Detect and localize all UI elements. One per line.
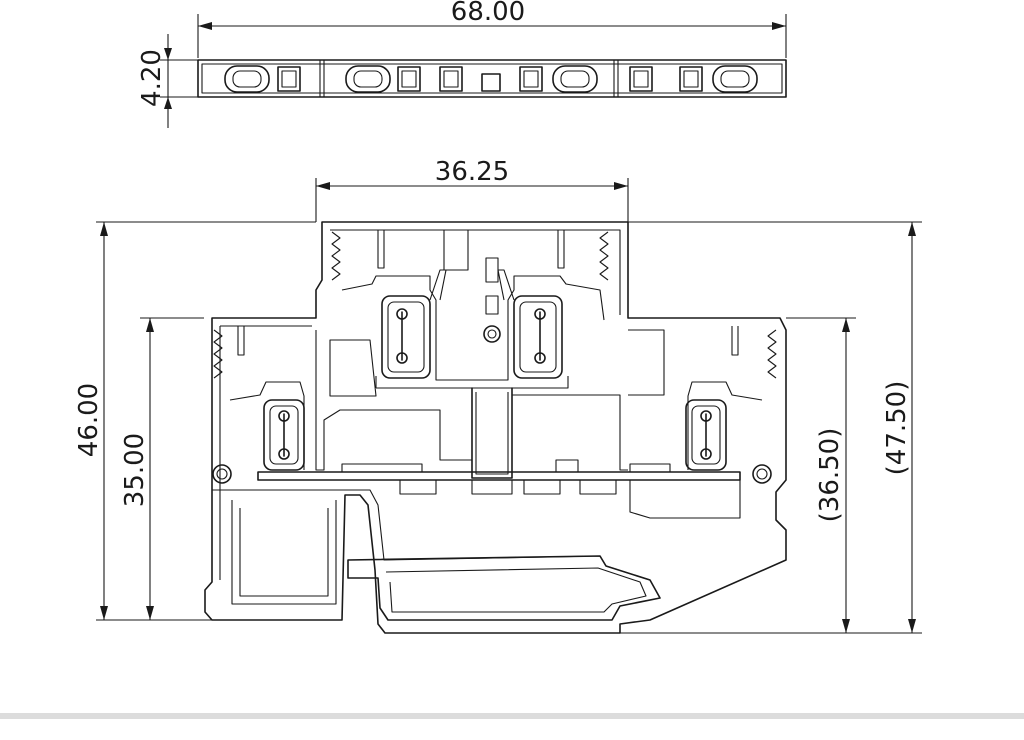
dim-68-arrow-left — [198, 22, 212, 30]
base-inner-frame — [212, 489, 651, 581]
foot-recess-4 — [579, 479, 617, 495]
center-marker-upper — [485, 257, 499, 283]
center-marker-lower — [485, 295, 499, 315]
dim-47-50: (47.50) — [612, 221, 922, 634]
top-slot-right — [557, 230, 565, 269]
dim-46-label: 46.00 — [74, 383, 104, 457]
left-chamber-box — [329, 339, 377, 397]
top-view: 68.00 4.20 — [137, 0, 787, 128]
foot-recess-3 — [523, 479, 561, 495]
housing-outline — [204, 221, 787, 634]
lower-left-cavity — [229, 381, 305, 470]
side-view — [204, 221, 787, 634]
right-hole — [752, 464, 772, 484]
foot-recess-2 — [471, 479, 513, 495]
top-center-notch — [443, 230, 469, 271]
left-mid-slot — [237, 326, 245, 356]
dim-4-20-arrow-bottom — [164, 97, 172, 109]
dim-46: 46.00 — [74, 221, 316, 621]
left-hole — [212, 464, 232, 484]
foot-recess-1 — [399, 479, 437, 495]
right-step — [629, 480, 741, 519]
dim-47-50-label: (47.50) — [882, 381, 912, 476]
rib-top-left — [331, 231, 341, 281]
lower-left-spring — [263, 399, 305, 471]
lower-right-cavity — [687, 381, 763, 470]
dim-36-50: (36.50) — [786, 317, 856, 633]
left-chamber — [315, 330, 472, 471]
strip-body — [197, 59, 787, 98]
upper-bridge — [375, 376, 569, 389]
rib-top-right — [599, 231, 609, 281]
right-mid-slot — [731, 326, 739, 356]
lower-right-spring — [685, 399, 727, 471]
rib-left — [213, 329, 223, 379]
din-rail-hook — [231, 500, 337, 605]
upper-clamp-cavity — [341, 275, 605, 381]
dim-36-25: 36.25 — [315, 157, 629, 222]
rib-right — [767, 329, 777, 379]
footer-rule — [0, 713, 1024, 719]
dim-4-20-arrow-top — [164, 48, 172, 60]
dim-36-50-label: (36.50) — [815, 428, 845, 523]
dim-35: 35.00 — [120, 317, 204, 620]
center-pin — [483, 325, 501, 343]
upper-left-spring — [381, 295, 431, 379]
dim-36-25-label: 36.25 — [435, 157, 509, 187]
dim-68-label: 68.00 — [451, 0, 525, 27]
right-chamber — [512, 394, 628, 471]
center-bus — [471, 387, 513, 479]
dim-35-label: 35.00 — [120, 433, 150, 507]
housing-inner-top — [330, 229, 621, 315]
din-rail-clip — [347, 555, 661, 621]
housing-inner-left — [219, 325, 312, 580]
right-chamber-box — [628, 329, 665, 396]
top-slot-left — [377, 230, 385, 269]
dim-4-20-label: 4.20 — [137, 49, 167, 107]
upper-right-spring — [513, 295, 563, 379]
dim-68-arrow-right — [772, 22, 786, 30]
